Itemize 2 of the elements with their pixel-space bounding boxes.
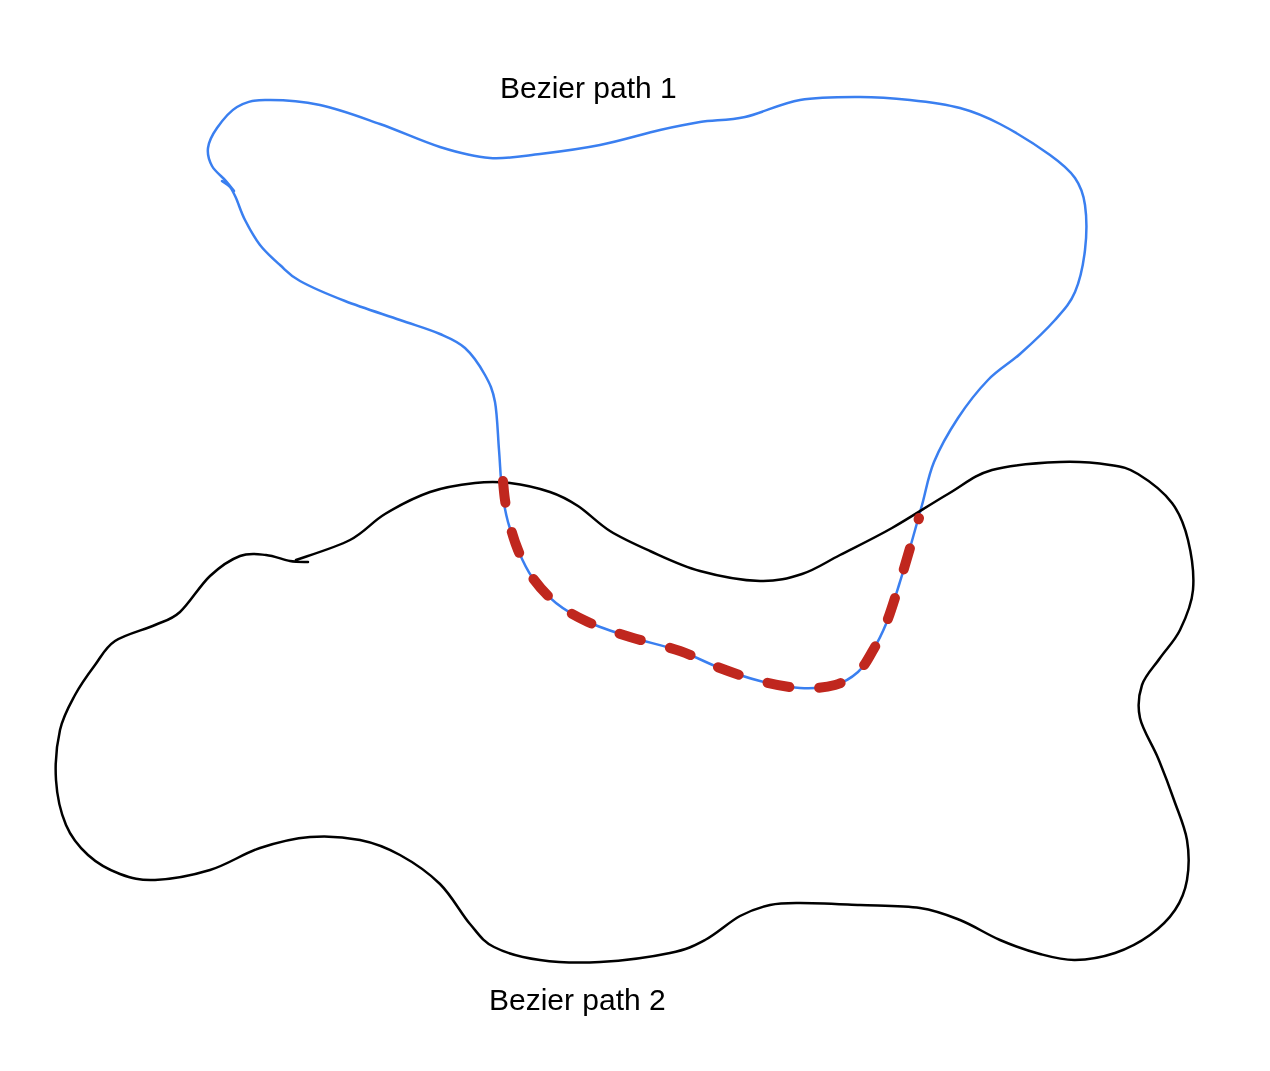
curve-label: Bezier path 2 <box>489 982 666 1018</box>
curve-label: Bezier path 1 <box>500 70 677 106</box>
